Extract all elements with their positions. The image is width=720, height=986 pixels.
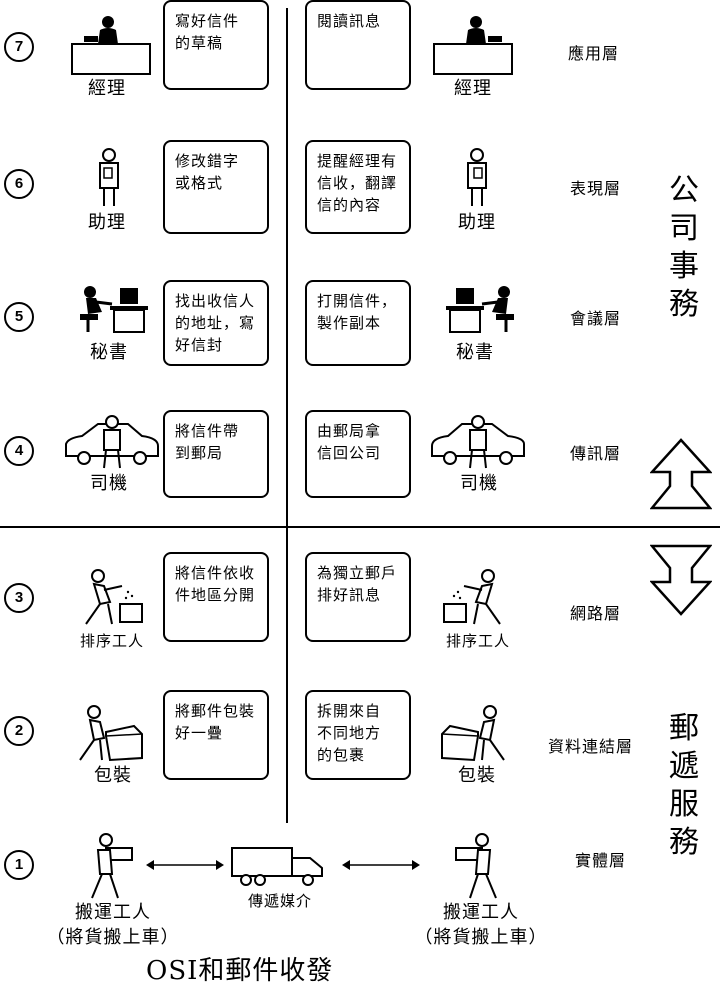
left-box-layer-3: 將信件依收 件地區分開 — [163, 552, 269, 642]
down-arrow-icon — [650, 544, 712, 616]
layer-number-4: 4 — [4, 436, 34, 466]
right-box-layer-6: 提醒經理有 信收，翻譯 信的內容 — [305, 140, 411, 234]
manager-desk-icon-right — [433, 16, 513, 75]
role-label-sorter-right: 排序工人 — [445, 632, 510, 650]
left-box-layer-7: 寫好信件 的草稿 — [163, 0, 269, 90]
role-label-secretary-right: 秘書 — [456, 342, 494, 363]
layer-number-1: 1 — [4, 850, 34, 880]
left-box-layer-5: 找出收信人 的地址，寫 好信封 — [163, 280, 269, 366]
carrier-label-left: 搬運工人 （將貨搬上車） — [46, 902, 180, 948]
role-label-secretary-left: 秘書 — [90, 342, 128, 363]
diagram-caption: OSI和郵件收發 — [146, 956, 334, 986]
role-label-manager-right: 經理 — [454, 78, 492, 99]
layer-name-4: 傳訊層 — [570, 444, 622, 463]
layer-number-5: 5 — [4, 302, 34, 332]
up-arrow-icon — [650, 438, 712, 510]
assistant-icon — [99, 148, 119, 206]
layer-number-6: 6 — [4, 169, 34, 199]
driver-car-icon-right — [431, 415, 525, 469]
right-box-layer-7: 閱讀訊息 — [305, 0, 411, 90]
layer-name-5: 會議層 — [570, 309, 622, 328]
packing-icon-right — [441, 705, 505, 762]
right-box-layer-5: 打開信件， 製作副本 — [305, 280, 411, 366]
role-label-assistant-left: 助理 — [88, 212, 126, 233]
horizontal-divider-line — [0, 526, 720, 528]
role-label-sorter-left: 排序工人 — [79, 632, 144, 650]
driver-car-icon — [65, 415, 159, 469]
carrier-worker-icon-right — [455, 833, 497, 899]
layer-number-7: 7 — [4, 32, 34, 62]
role-label-packing-right: 包裝 — [458, 765, 496, 786]
layer-name-2: 資料連結層 — [548, 737, 634, 756]
truck-icon — [231, 847, 323, 886]
secretary-computer-icon-right — [446, 286, 514, 333]
role-label-manager-left: 經理 — [88, 78, 126, 99]
role-label-driver-left: 司機 — [90, 473, 128, 494]
sorting-worker-icon-right — [443, 569, 501, 625]
left-box-layer-4: 將信件帶 到郵局 — [163, 410, 269, 498]
group-label-company: 公 司 事 務 — [669, 173, 699, 322]
layer-number-3: 3 — [4, 583, 34, 613]
layer-name-7: 應用層 — [568, 44, 620, 63]
role-label-assistant-right: 助理 — [458, 212, 496, 233]
layer-name-3: 網路層 — [570, 604, 622, 623]
sorting-worker-icon — [85, 569, 143, 625]
right-box-layer-3: 為獨立郵戶 排好訊息 — [305, 552, 411, 642]
manager-desk-icon — [71, 16, 151, 75]
medium-label: 傳遞媒介 — [247, 892, 312, 910]
packing-icon — [79, 705, 143, 762]
secretary-computer-icon — [80, 286, 148, 333]
double-arrow-right-icon — [342, 860, 420, 870]
layer-number-2: 2 — [4, 716, 34, 746]
carrier-worker-icon — [91, 833, 133, 899]
center-divider-line — [286, 8, 288, 823]
assistant-icon-right — [467, 148, 487, 206]
left-box-layer-6: 修改錯字 或格式 — [163, 140, 269, 234]
right-box-layer-4: 由郵局拿 信回公司 — [305, 410, 411, 498]
layer-name-6: 表現層 — [570, 179, 622, 198]
left-box-layer-2: 將郵件包裝 好一疊 — [163, 690, 269, 780]
role-label-driver-right: 司機 — [460, 473, 498, 494]
carrier-label-right: 搬運工人 （將貨搬上車） — [414, 902, 548, 948]
role-label-packing-left: 包裝 — [94, 765, 132, 786]
double-arrow-left-icon — [146, 860, 224, 870]
right-box-layer-2: 拆開來自 不同地方 的包裹 — [305, 690, 411, 780]
group-label-postal: 郵 遞 服 務 — [669, 711, 699, 860]
layer-name-1: 實體層 — [575, 851, 627, 870]
